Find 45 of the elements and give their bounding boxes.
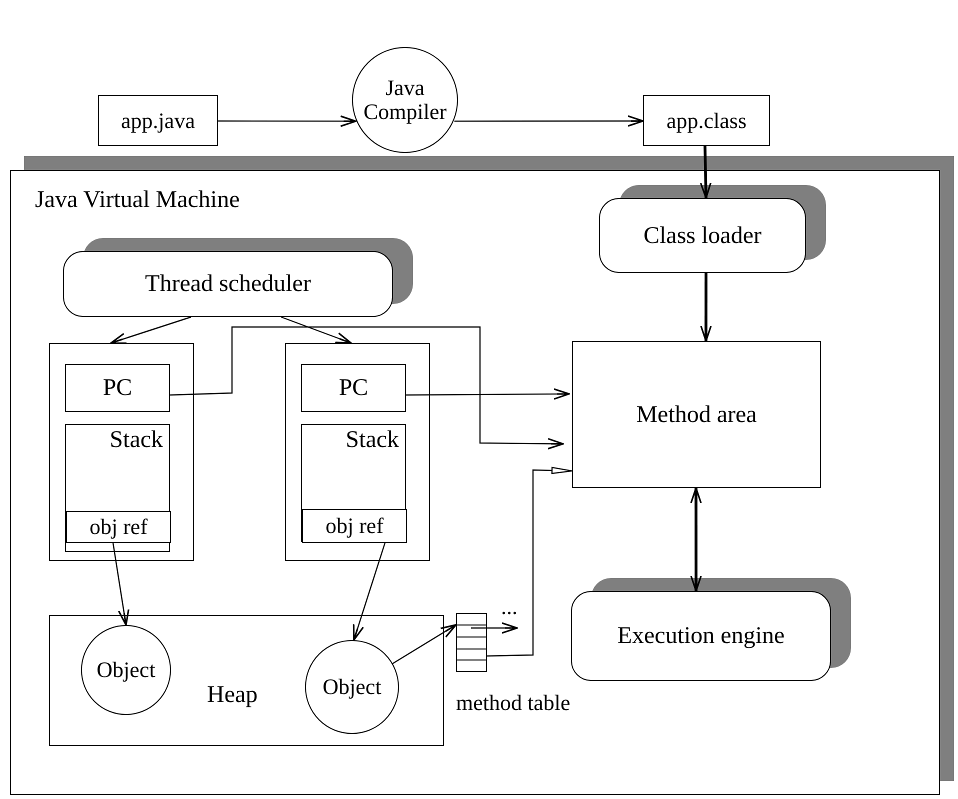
node-label: obj ref	[89, 514, 148, 540]
table-caption: method table	[456, 691, 570, 716]
node-label: Heap	[207, 682, 258, 708]
node-label: Execution engine	[617, 622, 785, 650]
source-file-box	[98, 95, 218, 146]
node-label: PC	[338, 374, 368, 402]
node-label: Object	[96, 658, 156, 682]
stack-box	[301, 424, 406, 542]
node-label: Class loader	[644, 222, 762, 249]
node-label: Object	[322, 674, 382, 700]
node-label: PC	[102, 374, 132, 402]
node-label: Thread scheduler	[145, 270, 311, 298]
arrow	[392, 624, 457, 664]
method-area-box	[572, 341, 821, 488]
arrow	[218, 115, 356, 127]
arrow	[700, 146, 712, 199]
thread-frame	[49, 343, 194, 561]
obj-ref-box	[302, 509, 407, 543]
arrow	[406, 388, 570, 400]
arrow	[690, 487, 702, 592]
class-file-box	[643, 95, 770, 146]
arrow	[486, 466, 573, 657]
node-label: app.java	[121, 108, 195, 133]
arrow	[170, 326, 564, 450]
arrow	[110, 316, 192, 344]
arrow	[112, 542, 130, 626]
panel-title: Java Virtual Machine	[35, 187, 240, 214]
node-label: Stack	[110, 427, 163, 454]
node-label: obj ref	[325, 514, 384, 538]
heap-box	[49, 615, 444, 746]
ellipsis-label: ...	[501, 595, 518, 620]
node-label: Method area	[636, 401, 757, 428]
node-label: app.class	[666, 108, 747, 133]
stack-box	[65, 424, 170, 552]
node-label: Java Compiler	[362, 76, 448, 124]
arrow	[454, 115, 644, 127]
obj-ref-box	[66, 511, 171, 543]
node-label: Stack	[346, 427, 399, 454]
arrow	[280, 316, 352, 344]
thread-frame	[285, 343, 430, 561]
arrow	[470, 622, 518, 634]
arrow	[352, 542, 386, 641]
arrow	[700, 273, 712, 342]
pc-register-box	[65, 364, 170, 412]
pc-register-box	[301, 364, 406, 412]
